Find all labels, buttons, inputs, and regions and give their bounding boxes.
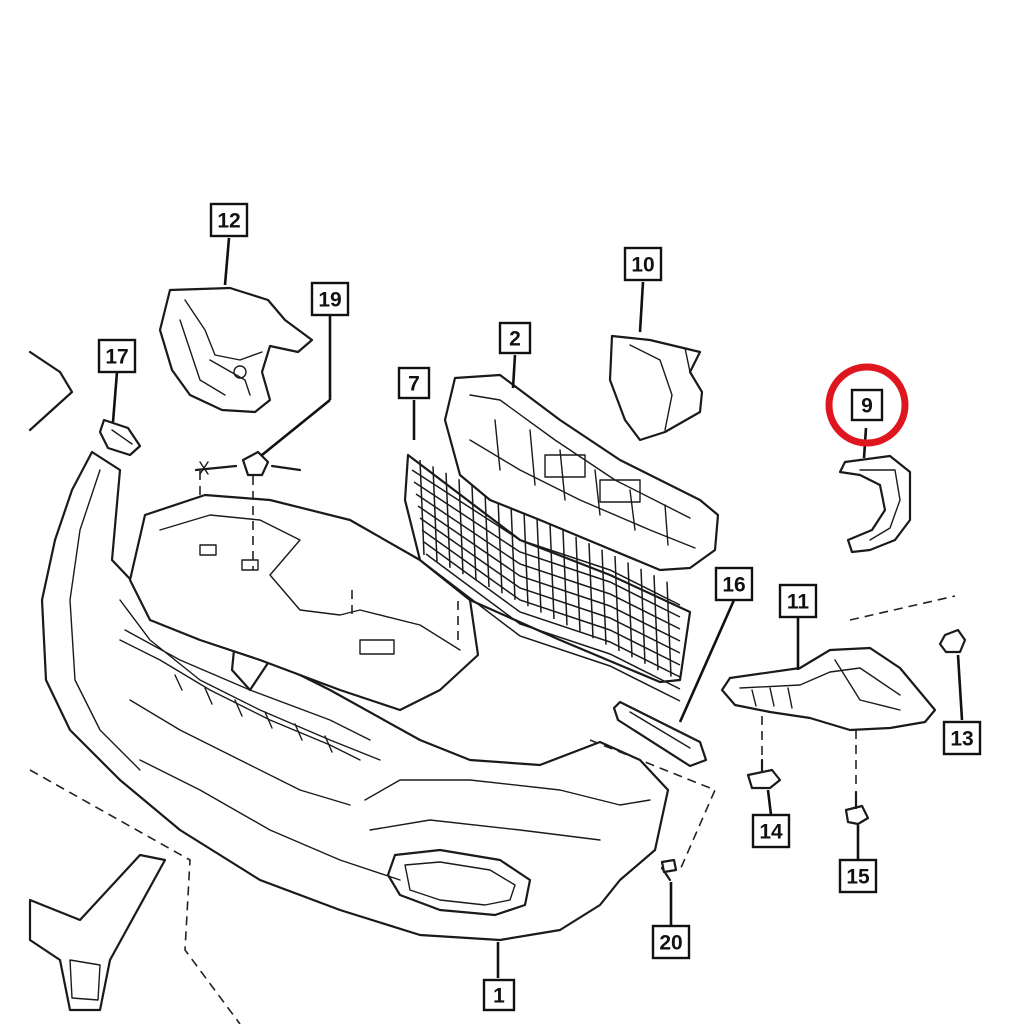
grille-bar [510,504,516,600]
part-edge-fragment-bottom [28,853,167,1012]
grille-bar [627,562,633,658]
callout-17[interactable]: 17 [97,338,137,374]
grille-bar [653,575,659,671]
part-9-bracket [838,454,912,554]
callout-20-label: 20 [659,932,682,955]
callout-12-label: 12 [217,210,240,233]
callout-17-label: 17 [105,346,128,369]
callout-19[interactable]: 19 [310,281,350,317]
fastener-14 [746,758,782,790]
grille-bar [419,517,681,654]
grille-bar [427,565,681,702]
leader-lines [111,237,964,978]
grille-bar [575,536,581,632]
part-12-bracket [158,286,314,414]
callout-9[interactable]: 9 [825,363,909,447]
part-1-bumper-cover [40,450,670,942]
grille-bar [432,466,438,562]
callout-1[interactable]: 1 [482,978,516,1012]
assembly-lines [29,470,956,1024]
grille-bar [640,568,646,664]
grille-bar [549,523,555,620]
fastener-13 [938,628,967,654]
grille-bar [614,555,620,652]
grille-bar [411,469,681,606]
grille-bar [471,485,477,581]
highlight-ring [825,363,909,447]
callout-14-label: 14 [759,821,783,844]
callout-14[interactable]: 14 [751,813,791,849]
part-19-clip [194,450,302,477]
grille-bar [458,479,464,575]
grille-bar [497,498,503,594]
grille-bar [484,491,490,588]
callout-7[interactable]: 7 [397,366,431,400]
callout-16-label: 16 [722,574,745,597]
callout-11-label: 11 [787,591,810,614]
grille-bar [445,472,451,568]
grille-bar [536,517,542,613]
callout-2[interactable]: 2 [498,321,532,355]
callout-20[interactable]: 20 [651,924,691,960]
grille-bar [425,553,681,690]
part-edge-fragment-top [28,350,74,432]
callout-15[interactable]: 15 [838,858,878,894]
grille-bar [419,459,425,556]
part-16-trim-strip [612,700,708,768]
callout-9-label: 9 [861,395,873,418]
callout-13-label: 13 [950,728,973,751]
callout-10-label: 10 [631,254,654,277]
grille-bar [588,543,594,639]
part-7-grille [403,453,692,702]
grille-bar [601,549,607,645]
callout-11[interactable]: 11 [778,583,818,619]
fastener-15 [844,790,870,826]
callout-2-label: 2 [509,328,521,351]
callout-1-label: 1 [493,985,505,1008]
callout-7-label: 7 [408,373,420,396]
part-11-bracket [720,646,937,732]
callout-13[interactable]: 13 [942,720,982,756]
grille-bar [562,530,568,626]
callout-10[interactable]: 10 [623,246,663,282]
part-10-deflector [608,334,704,442]
fastener-20 [660,858,678,882]
part-17-clip [98,418,142,457]
grille-bar [666,581,672,677]
callout-15-label: 15 [846,866,870,889]
callout-19-label: 19 [318,289,341,312]
callout-12[interactable]: 12 [209,202,249,238]
callout-16[interactable]: 16 [714,566,754,602]
part-2-upper-grille [443,373,720,572]
grille-bar [523,511,529,607]
